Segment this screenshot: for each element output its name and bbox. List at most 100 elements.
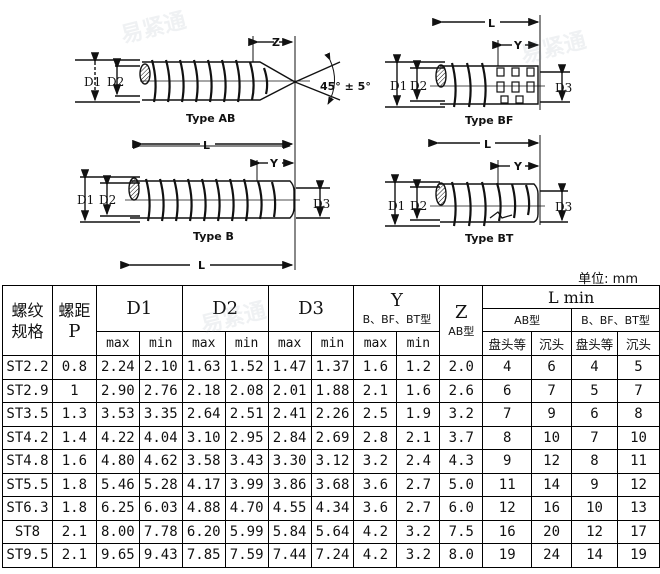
value-cell: 6 bbox=[482, 378, 533, 403]
header-d1-min: min bbox=[138, 331, 183, 356]
value-cell: 1.3 bbox=[51, 402, 97, 427]
value-cell: 1.8 bbox=[51, 496, 97, 521]
value-cell: 3.35 bbox=[138, 402, 183, 427]
value-cell: 7.5 bbox=[439, 519, 484, 544]
value-cell: 9 bbox=[571, 472, 618, 497]
value-cell: 7.78 bbox=[138, 519, 183, 544]
header-l-b-pan: 盘头等 bbox=[571, 331, 618, 356]
value-cell: 1.4 bbox=[51, 425, 97, 450]
value-cell: 3.53 bbox=[95, 402, 140, 427]
value-cell: 12 bbox=[482, 496, 533, 521]
value-cell: 7.44 bbox=[267, 543, 312, 568]
value-cell: 2.1 bbox=[51, 519, 97, 544]
value-cell: 6.20 bbox=[181, 519, 226, 544]
value-cell: 3.6 bbox=[353, 496, 398, 521]
bf-y-label: Y bbox=[513, 39, 523, 52]
value-cell: 3.10 bbox=[181, 425, 226, 450]
b-type-label: Type B bbox=[193, 230, 234, 243]
value-cell: 0.8 bbox=[51, 355, 97, 380]
value-cell: 5.46 bbox=[95, 472, 140, 497]
value-cell: 2.90 bbox=[95, 378, 140, 403]
value-cell: 6.0 bbox=[439, 496, 484, 521]
header-y-min: min bbox=[396, 331, 441, 356]
header-d2-min: min bbox=[224, 331, 269, 356]
value-cell: 1.8 bbox=[51, 472, 97, 497]
value-cell: 7 bbox=[617, 378, 660, 403]
value-cell: 12 bbox=[617, 472, 660, 497]
value-cell: 2.26 bbox=[310, 402, 355, 427]
header-d3: D3 bbox=[267, 285, 355, 332]
value-cell: 1.63 bbox=[181, 355, 226, 380]
value-cell: 2.84 bbox=[267, 425, 312, 450]
value-cell: 2.1 bbox=[51, 543, 97, 568]
ab-type-label: Type AB bbox=[186, 112, 235, 125]
value-cell: 14 bbox=[571, 543, 618, 568]
value-cell: 5.0 bbox=[439, 472, 484, 497]
value-cell: 12 bbox=[571, 519, 618, 544]
value-cell: 2.41 bbox=[267, 402, 312, 427]
value-cell: 3.43 bbox=[224, 449, 269, 474]
value-cell: 8 bbox=[571, 449, 618, 474]
value-cell: 10 bbox=[617, 425, 660, 450]
header-l-ab: AB型 bbox=[482, 308, 573, 332]
value-cell: 2.64 bbox=[181, 402, 226, 427]
value-cell: 2.69 bbox=[310, 425, 355, 450]
bt-d1-label: D1 bbox=[388, 199, 405, 213]
value-cell: 6 bbox=[571, 402, 618, 427]
value-cell: 2.08 bbox=[224, 378, 269, 403]
header-d2: D2 bbox=[181, 285, 269, 332]
bt-d3-label: D3 bbox=[555, 200, 572, 214]
bf-l-label: L bbox=[488, 17, 495, 30]
value-cell: 3.2 bbox=[353, 449, 398, 474]
value-cell: 8 bbox=[482, 425, 533, 450]
ab-angle-label: 45° ± 5° bbox=[320, 80, 371, 93]
bf-d2-label: D2 bbox=[410, 79, 427, 93]
value-cell: 9.43 bbox=[138, 543, 183, 568]
value-cell: 1 bbox=[51, 378, 97, 403]
value-cell: 8.0 bbox=[439, 543, 484, 568]
value-cell: 4.88 bbox=[181, 496, 226, 521]
value-cell: 4.22 bbox=[95, 425, 140, 450]
header-y-max: max bbox=[353, 331, 398, 356]
value-cell: 13 bbox=[617, 496, 660, 521]
value-cell: 7.59 bbox=[224, 543, 269, 568]
value-cell: 5 bbox=[617, 355, 660, 380]
value-cell: 2.1 bbox=[396, 425, 441, 450]
spec-cell: ST8 bbox=[2, 519, 53, 544]
value-cell: 6 bbox=[531, 355, 573, 380]
value-cell: 4.62 bbox=[138, 449, 183, 474]
value-cell: 2.6 bbox=[439, 378, 484, 403]
value-cell: 3.7 bbox=[439, 425, 484, 450]
b-d1-label: D1 bbox=[77, 193, 94, 207]
b-l-label-bottom: L bbox=[198, 259, 205, 272]
header-l-ab-csk: 沉头 bbox=[531, 331, 573, 356]
value-cell: 2.76 bbox=[138, 378, 183, 403]
value-cell: 5.99 bbox=[224, 519, 269, 544]
value-cell: 5.64 bbox=[310, 519, 355, 544]
value-cell: 1.52 bbox=[224, 355, 269, 380]
header-d1-max: max bbox=[95, 331, 140, 356]
value-cell: 4.3 bbox=[439, 449, 484, 474]
value-cell: 2.18 bbox=[181, 378, 226, 403]
header-d2-max: max bbox=[181, 331, 226, 356]
value-cell: 2.95 bbox=[224, 425, 269, 450]
value-cell: 2.01 bbox=[267, 378, 312, 403]
screw-drawing: D1 D2 Z 45° ± 5° Type AB D1 D2 D3 L Y Ty… bbox=[75, 15, 572, 272]
spec-cell: ST2.2 bbox=[2, 355, 53, 380]
value-cell: 24 bbox=[531, 543, 573, 568]
value-cell: 7 bbox=[531, 378, 573, 403]
value-cell: 7 bbox=[482, 402, 533, 427]
spec-cell: ST4.2 bbox=[2, 425, 53, 450]
header-d3-max: max bbox=[267, 331, 312, 356]
value-cell: 5.84 bbox=[267, 519, 312, 544]
value-cell: 3.99 bbox=[224, 472, 269, 497]
